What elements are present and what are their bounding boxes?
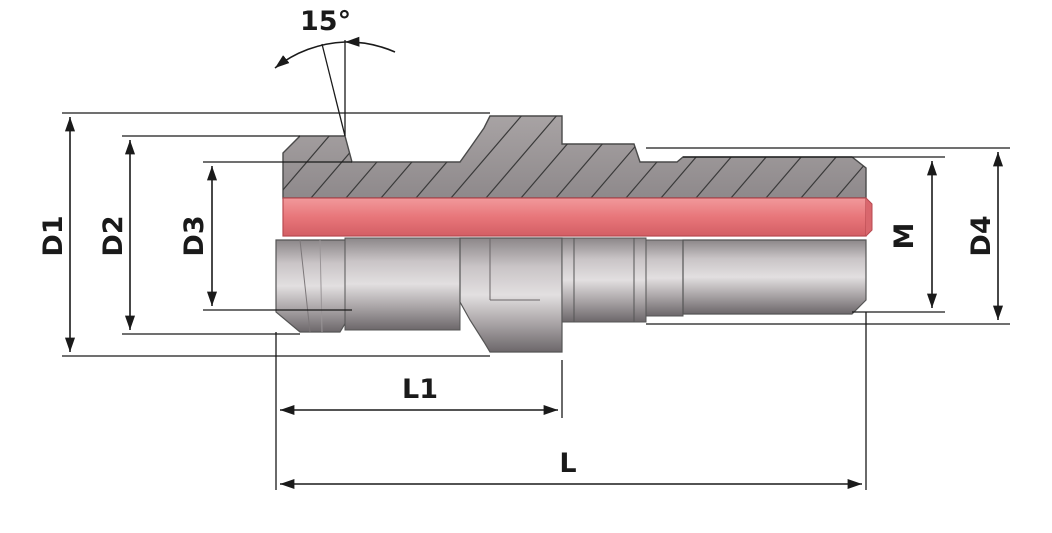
angle-annotation: 15° xyxy=(274,6,396,137)
angle-label: 15° xyxy=(300,6,351,37)
d1-label: D1 xyxy=(38,215,69,256)
extension-lines-length xyxy=(275,312,867,490)
l-label: L xyxy=(559,448,576,479)
m-label: M xyxy=(889,223,920,250)
coolant-bore xyxy=(282,197,873,237)
d4-label: D4 xyxy=(966,215,997,256)
stud-body-lower xyxy=(275,237,867,353)
extension-lines-right xyxy=(646,147,1010,325)
d2-label: D2 xyxy=(98,215,129,256)
l1-label: L1 xyxy=(402,374,438,405)
d3-label: D3 xyxy=(179,215,210,256)
dimension-labels: D1 D2 D3 M D4 L1 L xyxy=(38,215,997,479)
dimension-lines xyxy=(64,117,1004,490)
